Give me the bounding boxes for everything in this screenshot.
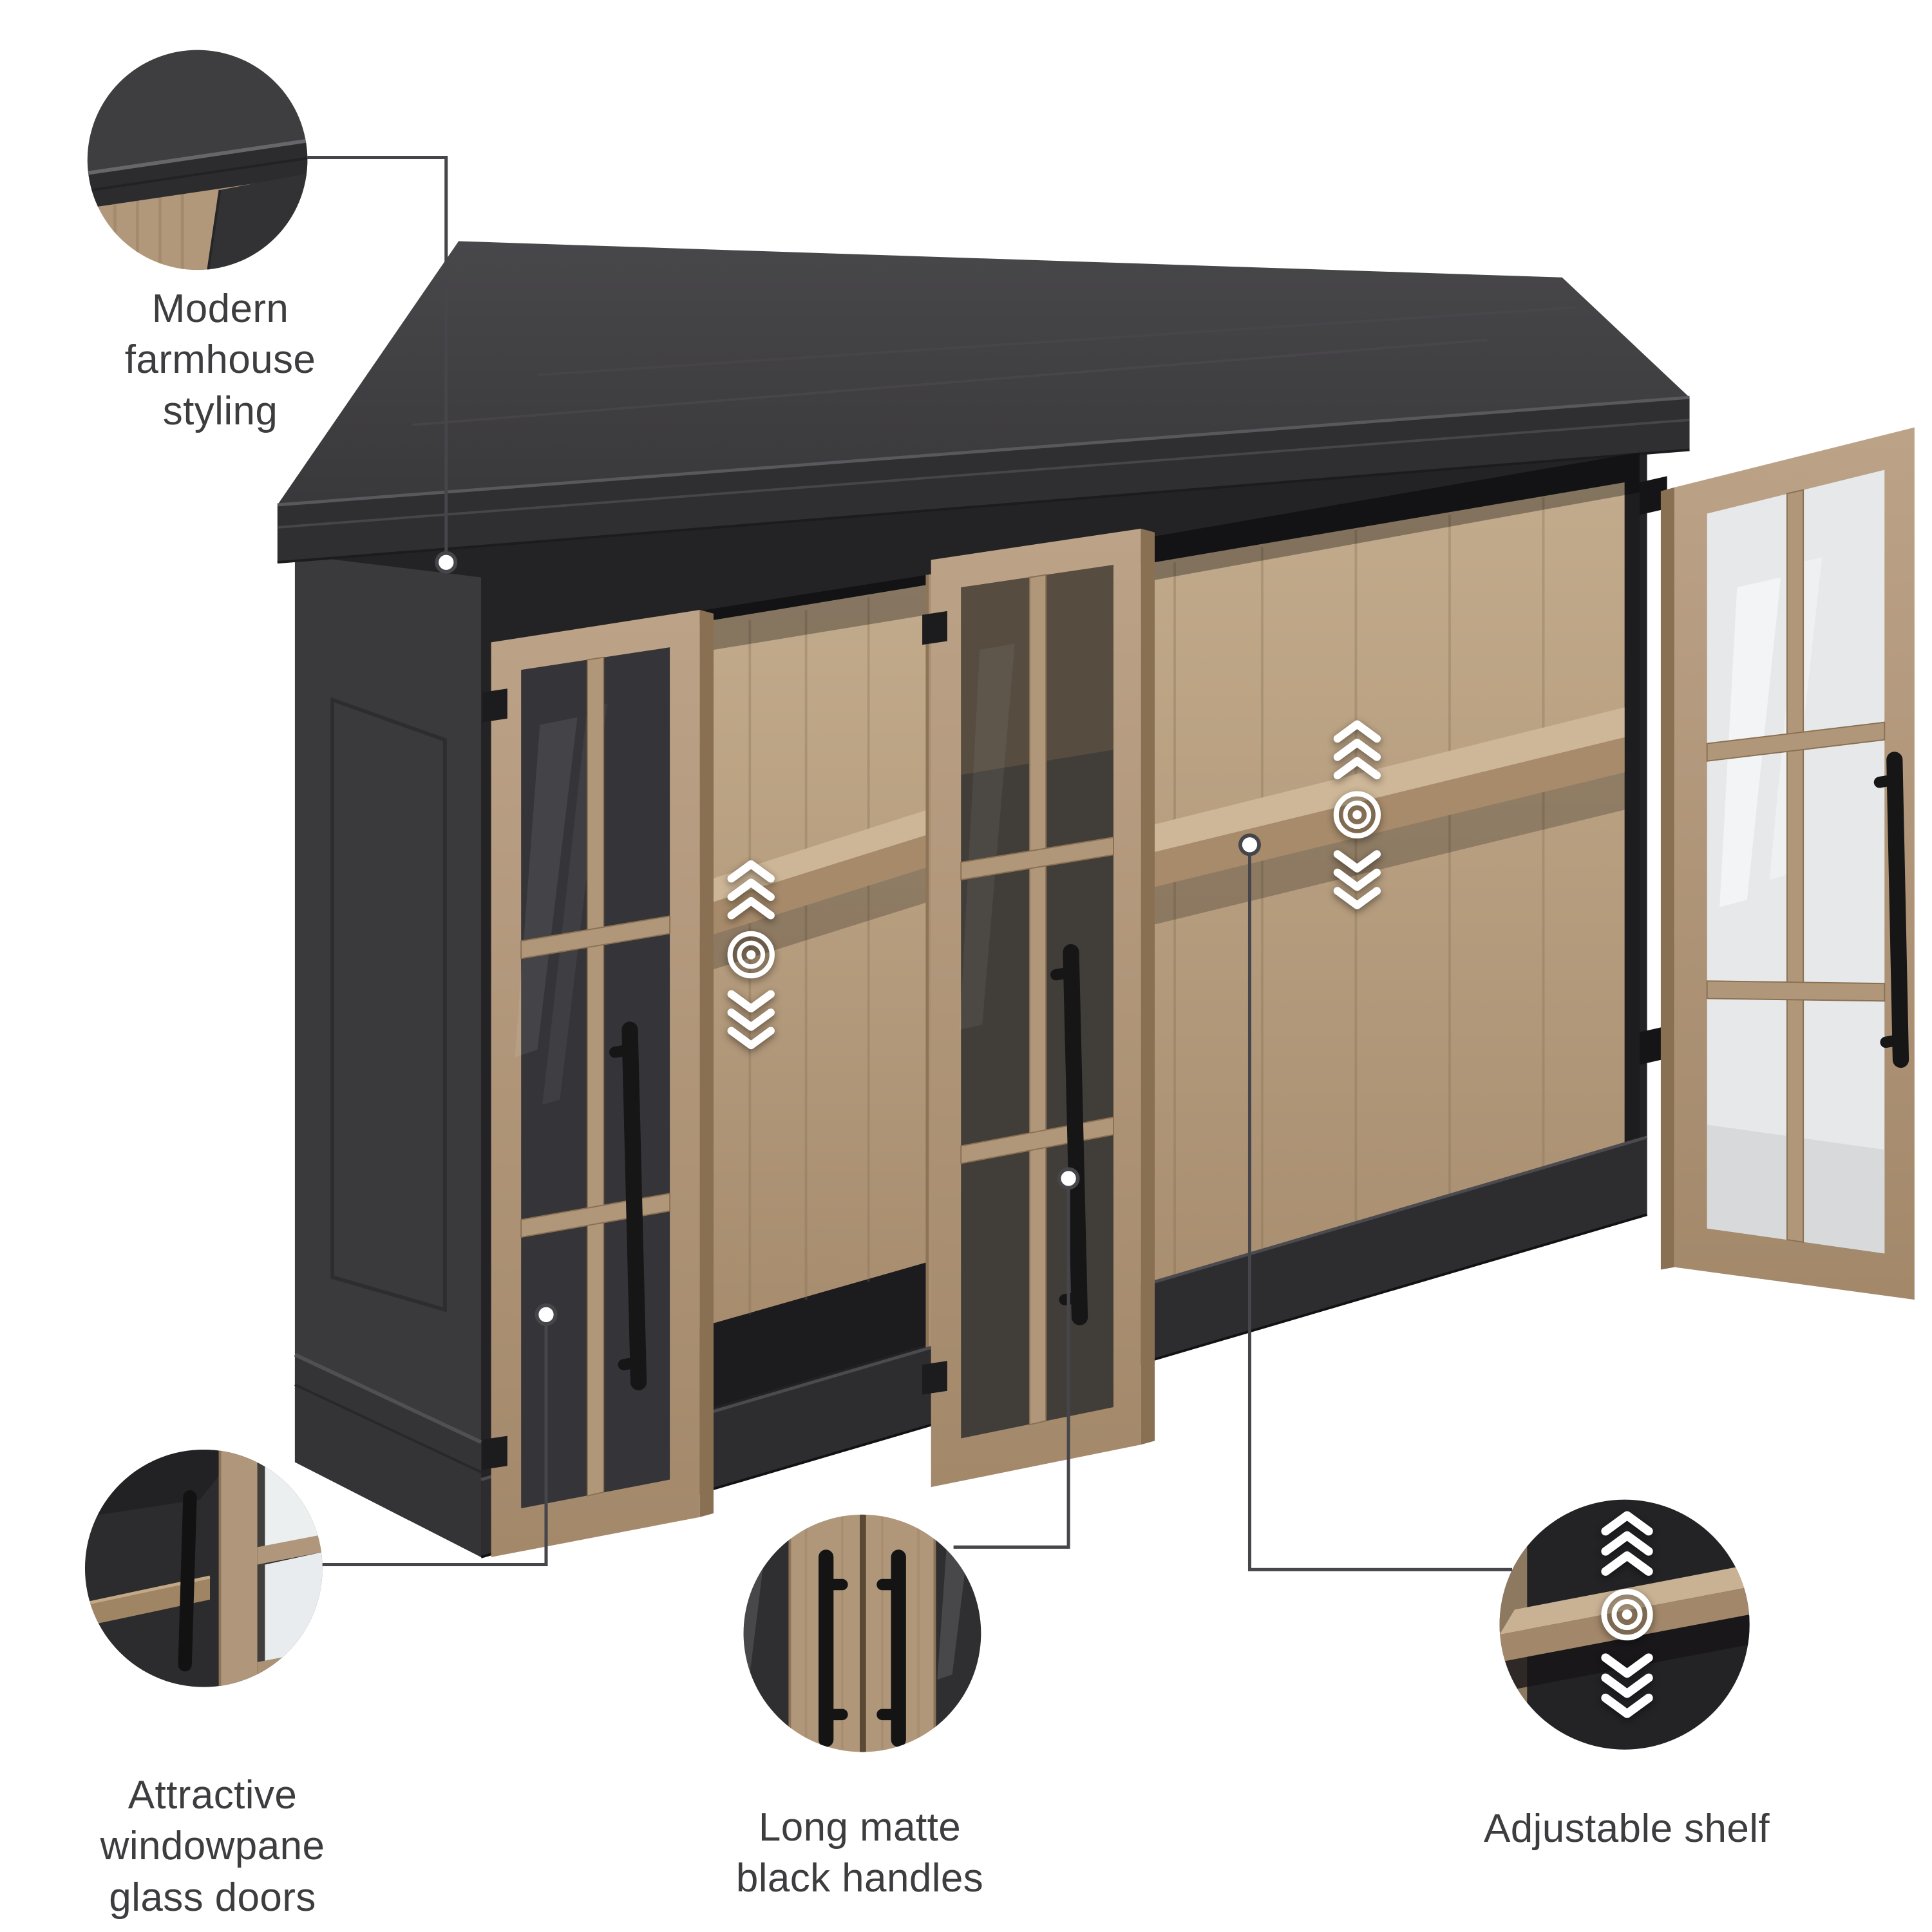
interior-back-panel-left	[699, 585, 927, 1327]
callout-connectors	[307, 155, 1512, 1571]
cabinet-top	[277, 241, 1690, 564]
detail-circle-farmhouse	[87, 50, 308, 270]
detail-circle-handles	[743, 1514, 981, 1752]
callout-line-farmhouse	[307, 155, 448, 558]
callout-dot-farmhouse	[435, 551, 458, 574]
hinge-icon	[922, 611, 947, 1395]
callout-line-shelf	[1247, 844, 1512, 1571]
door-handle-detail	[178, 1490, 197, 1672]
door-handle-left	[609, 1021, 647, 1390]
callout-dot-handles	[1057, 1167, 1080, 1190]
cabinet	[277, 241, 1915, 1558]
callout-label-handles: Long matte black handles	[735, 1805, 984, 1901]
door-handle-right	[1873, 752, 1909, 1068]
callout-line-windowpane	[322, 1314, 548, 1567]
detail-circle-shelf	[1499, 1499, 1750, 1750]
callout-label-shelf: Adjustable shelf	[1483, 1806, 1770, 1851]
door-center	[922, 528, 1155, 1488]
detail-circle-windowpane	[84, 1449, 323, 1687]
door-handles-detail	[819, 1549, 906, 1747]
callout-dot-windowpane	[535, 1303, 558, 1326]
callout-label-farmhouse: Modern farmhouse styling	[124, 287, 316, 433]
hinge-icon	[482, 688, 507, 1470]
callout-label-windowpane: Attractive windowpane glass doors	[100, 1773, 325, 1920]
callout-dot-shelf	[1238, 833, 1261, 857]
door-left	[482, 609, 714, 1557]
hinge-icon	[1639, 476, 1667, 1065]
door-right	[1639, 427, 1915, 1300]
callout-line-handles	[953, 1178, 1070, 1549]
shelf-right	[999, 707, 1625, 963]
interior-back-panel-right	[1007, 482, 1625, 1358]
